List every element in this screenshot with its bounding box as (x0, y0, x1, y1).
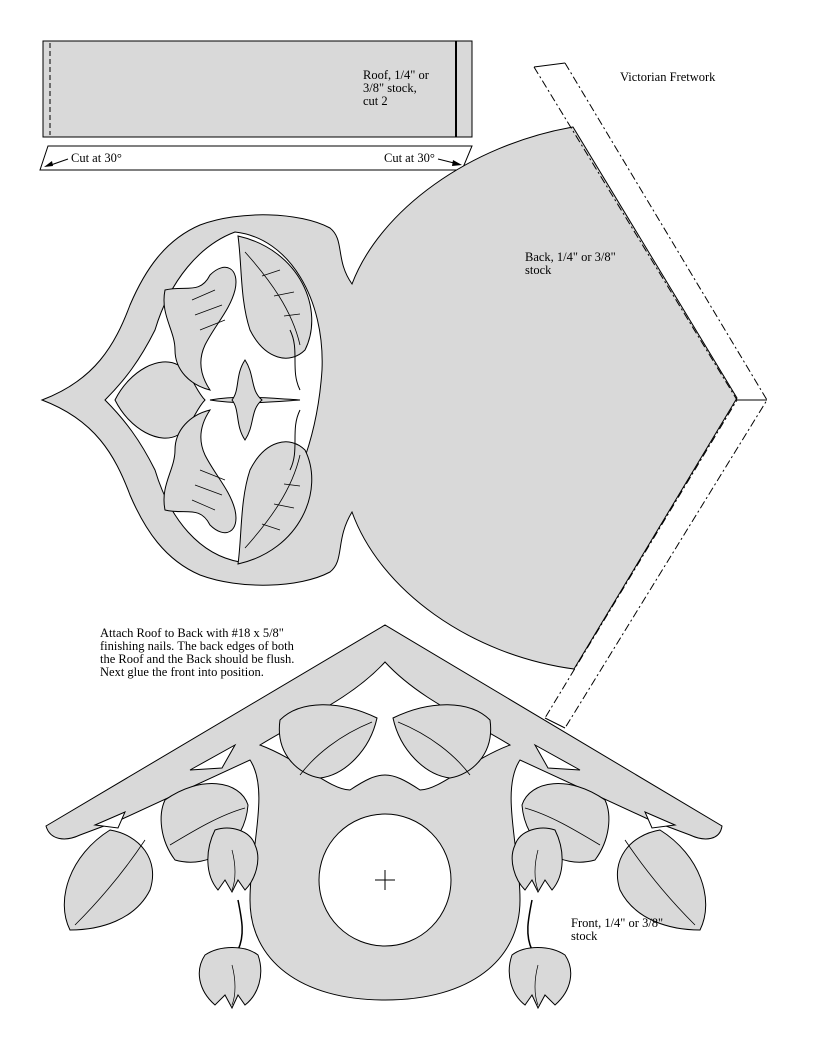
front-piece (45, 624, 723, 1010)
back-label: Back, 1/4" or 3/8" stock (525, 250, 616, 277)
back-piece (40, 126, 738, 670)
cut-angle-left-label: Cut at 30° (71, 151, 122, 165)
roof-side-profile (533, 62, 768, 729)
roof-piece (42, 40, 473, 138)
page-title: Victorian Fretwork (620, 70, 716, 84)
roof-label: Roof, 1/4" or 3/8" stock, cut 2 (363, 68, 429, 108)
front-label: Front, 1/4" or 3/8" stock (571, 916, 664, 943)
assembly-instructions: Attach Roof to Back with #18 x 5/8" fini… (100, 626, 295, 679)
cut-angle-right-label: Cut at 30° (384, 151, 435, 165)
